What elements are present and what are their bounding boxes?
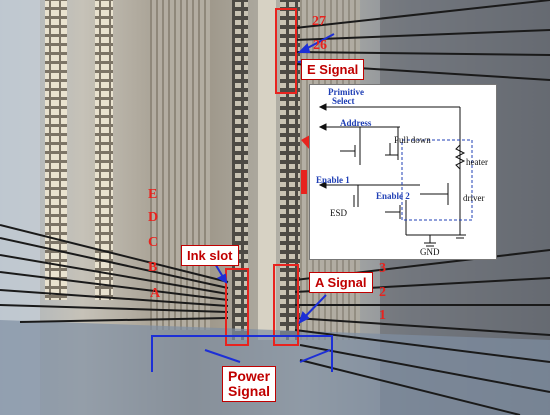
pin-letter-d: D xyxy=(148,210,159,225)
power-box xyxy=(151,335,333,372)
ink-slot-pad-box xyxy=(225,268,249,346)
schematic-primitive-select-2: Select xyxy=(332,96,355,106)
pin-letter-e: E xyxy=(148,187,158,202)
a-signal-pad-box xyxy=(273,264,299,346)
callout-arrows xyxy=(204,33,335,363)
pin-number-2: 2 xyxy=(379,285,386,300)
ink-slot-label: Ink slot xyxy=(181,245,239,266)
top-bond-wires xyxy=(294,0,550,81)
power-signal-line1: Power xyxy=(228,368,271,384)
pin-number-1: 1 xyxy=(379,308,386,323)
pad-column-3 xyxy=(232,0,248,340)
schematic-primitive-select-1: Primitive xyxy=(328,87,364,97)
power-signal-label: Power Signal xyxy=(222,366,277,402)
red-markers xyxy=(301,135,310,194)
schematic-enable-1: Enable 1 xyxy=(316,175,350,185)
pad-column-2 xyxy=(95,0,113,300)
ink-channel xyxy=(258,0,276,340)
e-signal-label: E Signal xyxy=(301,59,365,80)
schematic-enable-2: Enable 2 xyxy=(376,191,410,201)
power-signal-line2: Signal xyxy=(228,383,271,399)
pin-letter-c: C xyxy=(148,235,159,250)
schematic-esd: ESD xyxy=(330,208,348,218)
pin-number-27: 27 xyxy=(312,14,326,29)
schematic-gnd: GND xyxy=(420,247,440,257)
pin-letter-b: B xyxy=(148,260,158,275)
schematic-address: Address xyxy=(340,118,372,128)
schematic-heater: heater xyxy=(466,157,488,167)
circuit-schematic: Primitive Select Address Pull down heate… xyxy=(309,84,497,260)
circuit-stripes-1 xyxy=(150,0,210,330)
pin-letter-a: A xyxy=(150,286,161,301)
a-signal-label: A Signal xyxy=(309,272,373,293)
pin-number-3: 3 xyxy=(379,261,386,276)
pin-number-26: 26 xyxy=(313,38,327,53)
schematic-driver: driver xyxy=(463,193,485,203)
schematic-pull-down: Pull down xyxy=(394,135,431,145)
schematic-drawing xyxy=(318,103,473,247)
pad-column-1 xyxy=(45,0,67,300)
e-signal-pad-box xyxy=(275,8,297,94)
left-bond-wires xyxy=(0,224,229,323)
